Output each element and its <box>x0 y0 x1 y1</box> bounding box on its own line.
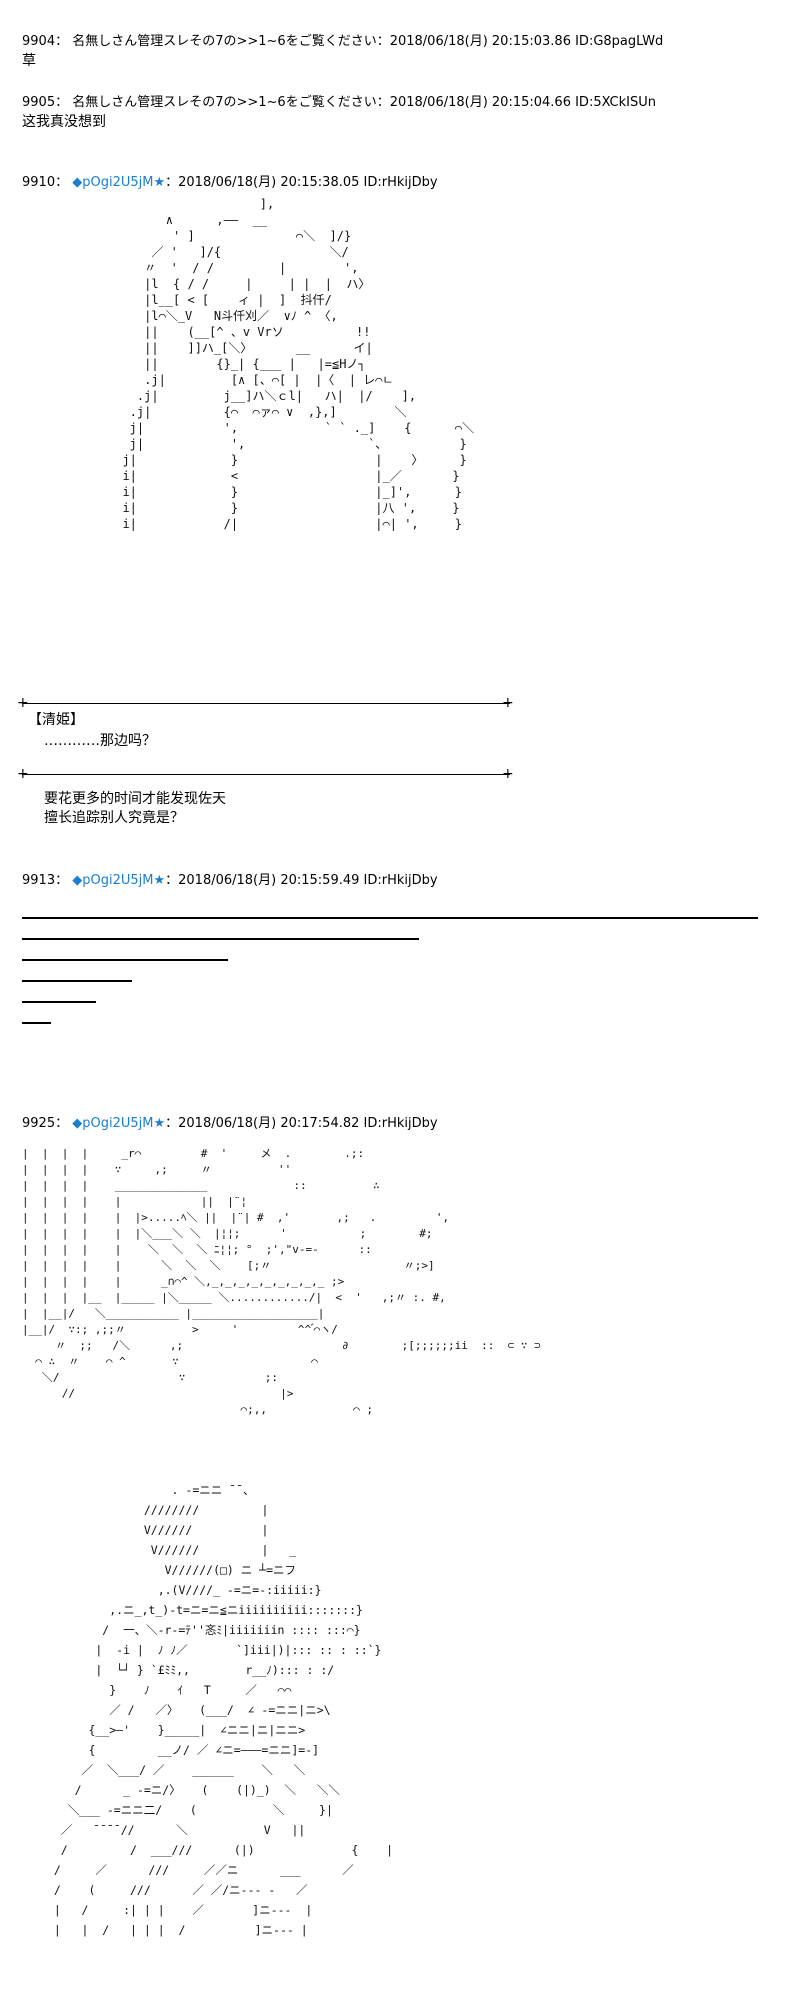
frame-corner: + <box>17 766 29 782</box>
fade-line <box>22 1022 51 1024</box>
post-number: 9925： <box>22 1116 69 1131</box>
post-9904-body: 草 <box>22 53 36 69</box>
dialog-line: 擅长追踪别人究竟是？ <box>44 810 184 826</box>
fade-line <box>22 938 419 940</box>
dialog-frame-top <box>22 703 510 704</box>
post-9910-header: 9910： ◆pOgi2U5jM★：2018/06/18(月) 20:15:38… <box>22 175 438 191</box>
post-9925-header: 9925： ◆pOgi2U5jM★：2018/06/18(月) 20:17:54… <box>22 1116 438 1132</box>
dialog-line: …………那边吗？ <box>44 733 156 749</box>
fade-line <box>22 917 758 919</box>
fade-line <box>22 1001 96 1003</box>
post-meta: ：2018/06/18(月) 20:17:54.82 ID:rHkijDby <box>165 1116 438 1131</box>
trip-code[interactable]: ◆pOgi2U5jM★ <box>72 1116 166 1131</box>
post-9904-header: 9904： 名無しさん管理スレその7の>>1~6をご覧ください：2018/06/… <box>22 34 664 49</box>
post-9905-body: 这我真没想到 <box>22 114 106 130</box>
dialog-line: 要花更多的时间才能发现佐天 <box>44 791 226 807</box>
post-number: 9910： <box>22 175 69 190</box>
kiyohime-ascii-art: ], ∧ ,―― __ ' ] ⌒＼ ]/} ／ ' ]/{ ＼/ 〃 ' / … <box>122 197 475 531</box>
trip-code[interactable]: ◆pOgi2U5jM★ <box>72 873 166 888</box>
post-9913-header: 9913： ◆pOgi2U5jM★：2018/06/18(月) 20:15:59… <box>22 873 438 889</box>
fade-line <box>22 980 132 982</box>
post-9905-header: 9905： 名無しさん管理スレその7の>>1~6をご覧ください：2018/06/… <box>22 95 657 110</box>
trip-code[interactable]: ◆pOgi2U5jM★ <box>72 175 166 190</box>
post-meta: ：2018/06/18(月) 20:15:59.49 ID:rHkijDby <box>165 873 438 888</box>
frame-corner: + <box>502 766 514 782</box>
fade-line <box>22 959 228 961</box>
frame-corner: + <box>17 695 29 711</box>
post-meta: ：2018/06/18(月) 20:15:38.05 ID:rHkijDby <box>165 175 438 190</box>
frame-corner: + <box>502 695 514 711</box>
room-ascii-art: | | | | _r⌒ # ' メ . .;: | | | | ∵ ,; 〃 '… <box>22 1147 541 1416</box>
dialog-frame-bottom <box>22 774 510 775</box>
post-number: 9913： <box>22 873 69 888</box>
girl-ascii-art: . -=ニニ ̄ ̄ 、 //////// | V////// | V/////… <box>53 1483 394 1937</box>
speaker-label: 【清姫】 <box>28 712 84 728</box>
